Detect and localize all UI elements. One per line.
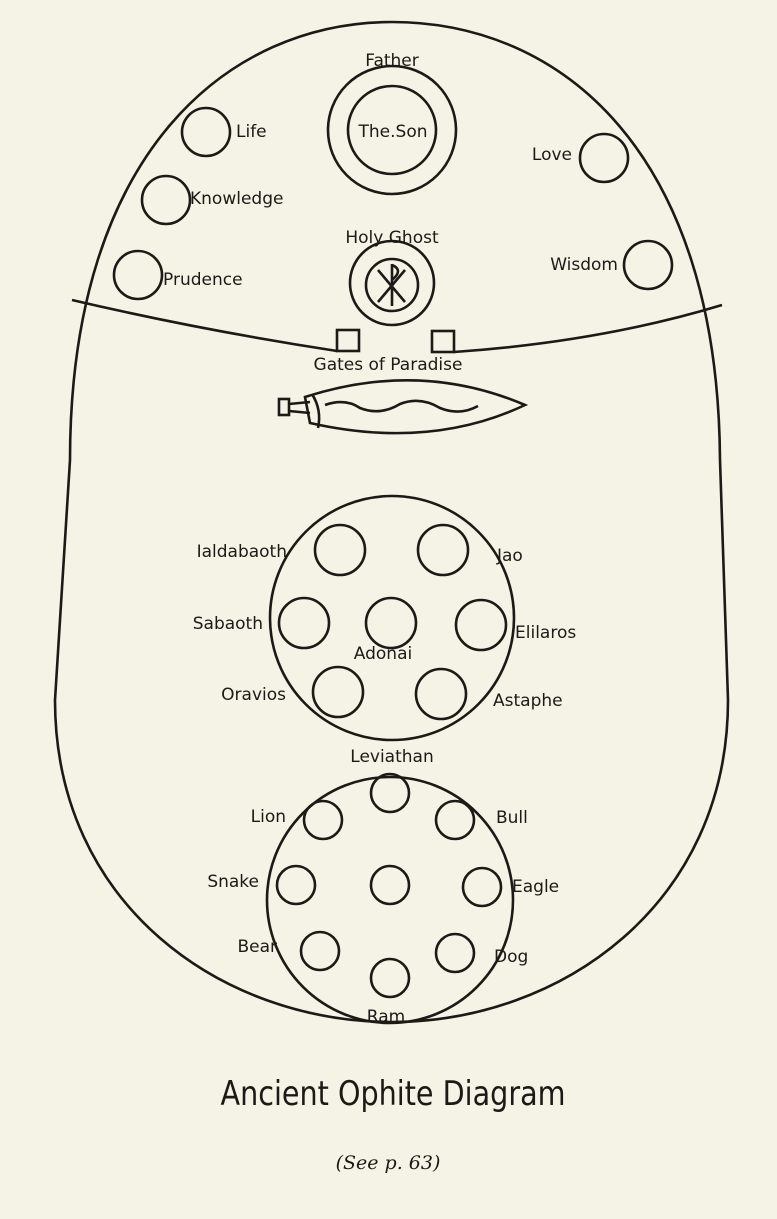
holy-ghost-label: Holy Ghost [345, 228, 439, 248]
wisdom-label: Wisdom [550, 255, 618, 275]
animal-circle-item [434, 932, 476, 974]
eagle-label: Eagle [512, 877, 559, 897]
animal-circle [265, 775, 515, 1025]
chi-rho-icon [377, 263, 406, 306]
father-label: Father [365, 51, 419, 71]
dog-label: Dog [494, 947, 528, 967]
ram-label: Ram [367, 1007, 405, 1027]
diagram-title: Ancient Ophite Diagram [221, 1074, 566, 1114]
life-label: Life [236, 122, 267, 142]
elilaros-label: Elilaros [515, 623, 576, 643]
snake-label: Snake [207, 872, 259, 892]
planet-circle [414, 667, 468, 721]
animal-circle-item [369, 957, 411, 999]
ialdabaoth-label: Ialdabaoth [197, 542, 287, 562]
gates-label: Gates of Paradise [314, 355, 463, 375]
chi-rho-circle [364, 257, 420, 313]
animal-circle-item [369, 772, 411, 814]
love-circle [578, 132, 630, 184]
prudence-label: Prudence [163, 270, 243, 290]
bull-label: Bull [496, 808, 528, 828]
diagram-caption: (See p. 63) [336, 1152, 441, 1174]
planet-circle [416, 523, 470, 577]
planetary-circle [268, 494, 516, 742]
oravios-label: Oravios [221, 685, 286, 705]
planet-circle [277, 596, 331, 650]
animal-circle-item [275, 864, 317, 906]
love-label: Love [532, 145, 572, 165]
father-circle [326, 64, 458, 196]
life-circle [180, 106, 232, 158]
planet-circle [313, 523, 367, 577]
animal-circle-item [434, 799, 476, 841]
bear-label: Bear [237, 937, 277, 957]
sabaoth-label: Sabaoth [193, 614, 263, 634]
adonai-label: Adonai [354, 644, 412, 664]
outer-oval [53, 20, 730, 1024]
animal-circle-item [461, 866, 503, 908]
animal-circle-item [299, 930, 341, 972]
astaphe-label: Astaphe [493, 691, 563, 711]
animal-circle-item [302, 799, 344, 841]
holy-ghost-circle [348, 239, 436, 327]
planet-circles [277, 523, 508, 721]
paradise-divider-left [71, 298, 338, 353]
planet-circle [364, 596, 418, 650]
gate-right [430, 329, 456, 354]
son-label: The.Son [358, 122, 428, 142]
son-circle [346, 84, 438, 176]
leviathan-label: Leviathan [350, 747, 433, 767]
animal-circle-item [369, 864, 411, 906]
gate-left [335, 328, 361, 353]
jao-label: Jao [496, 546, 523, 566]
knowledge-label: Knowledge [190, 189, 283, 209]
wisdom-circle [622, 239, 674, 291]
animal-circles [275, 772, 503, 999]
lion-label: Lion [251, 807, 286, 827]
knowledge-circle [140, 174, 192, 226]
flaming-sword-icon [277, 379, 529, 435]
planet-circle [454, 598, 508, 652]
prudence-circle [112, 249, 164, 301]
paradise-divider-right [453, 303, 723, 354]
planet-circle [311, 665, 365, 719]
